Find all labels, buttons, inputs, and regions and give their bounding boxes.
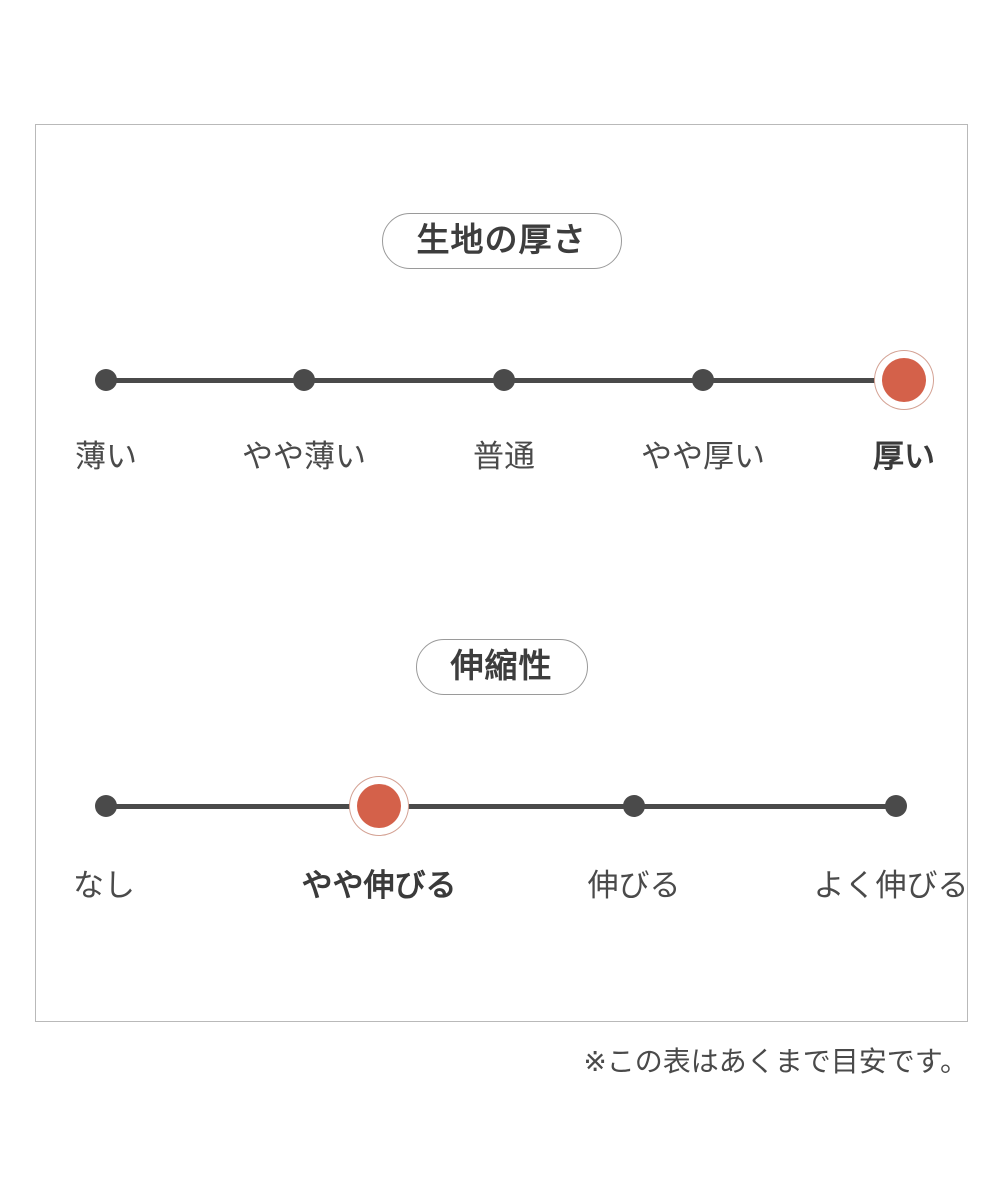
scale-label-stretch-3: 伸びる	[587, 868, 681, 903]
scale-dot-stretch-2-selected[interactable]	[357, 784, 401, 828]
scale-dot-thickness-3[interactable]	[493, 369, 515, 391]
section-title-thickness: 生地の厚さ	[381, 213, 622, 269]
scale-dot-stretch-1[interactable]	[95, 795, 117, 817]
scale-dot-stretch-3[interactable]	[623, 795, 645, 817]
footnote-disclaimer: ※この表はあくまで目安です。	[583, 1046, 968, 1077]
scale-label-stretch-2-selected: やや伸びる	[301, 868, 457, 903]
scale-dot-thickness-2[interactable]	[293, 369, 315, 391]
section-title-stretch: 伸縮性	[415, 639, 588, 695]
scale-track-thickness	[36, 320, 967, 440]
section-title-wrap-thickness: 生地の厚さ	[36, 213, 967, 269]
track-line-stretch	[106, 803, 896, 809]
scale-label-thickness-2: やや薄い	[242, 439, 366, 474]
scale-dot-stretch-4[interactable]	[885, 795, 907, 817]
scale-labels-stretch: なし やや伸びる 伸びる よく伸びる	[36, 868, 969, 925]
scale-label-thickness-5-selected: 厚い	[873, 439, 935, 474]
scale-label-thickness-4: やや厚い	[641, 439, 765, 474]
scale-dot-thickness-5-selected[interactable]	[882, 358, 926, 402]
section-title-wrap-stretch: 伸縮性	[36, 639, 967, 695]
scale-track-stretch	[36, 746, 967, 866]
scale-dot-thickness-1[interactable]	[95, 369, 117, 391]
fabric-spec-frame: 生地の厚さ 薄い やや薄い 普通 やや厚い 厚い 伸縮性	[35, 124, 969, 1022]
scale-label-stretch-1: なし	[73, 868, 135, 903]
scale-dot-thickness-4[interactable]	[692, 369, 714, 391]
scale-labels-thickness: 薄い やや薄い 普通 やや厚い 厚い	[36, 439, 967, 496]
scale-label-thickness-1: 薄い	[75, 439, 137, 474]
scale-label-thickness-3: 普通	[473, 439, 535, 474]
scale-label-stretch-4: よく伸びる	[813, 868, 969, 903]
